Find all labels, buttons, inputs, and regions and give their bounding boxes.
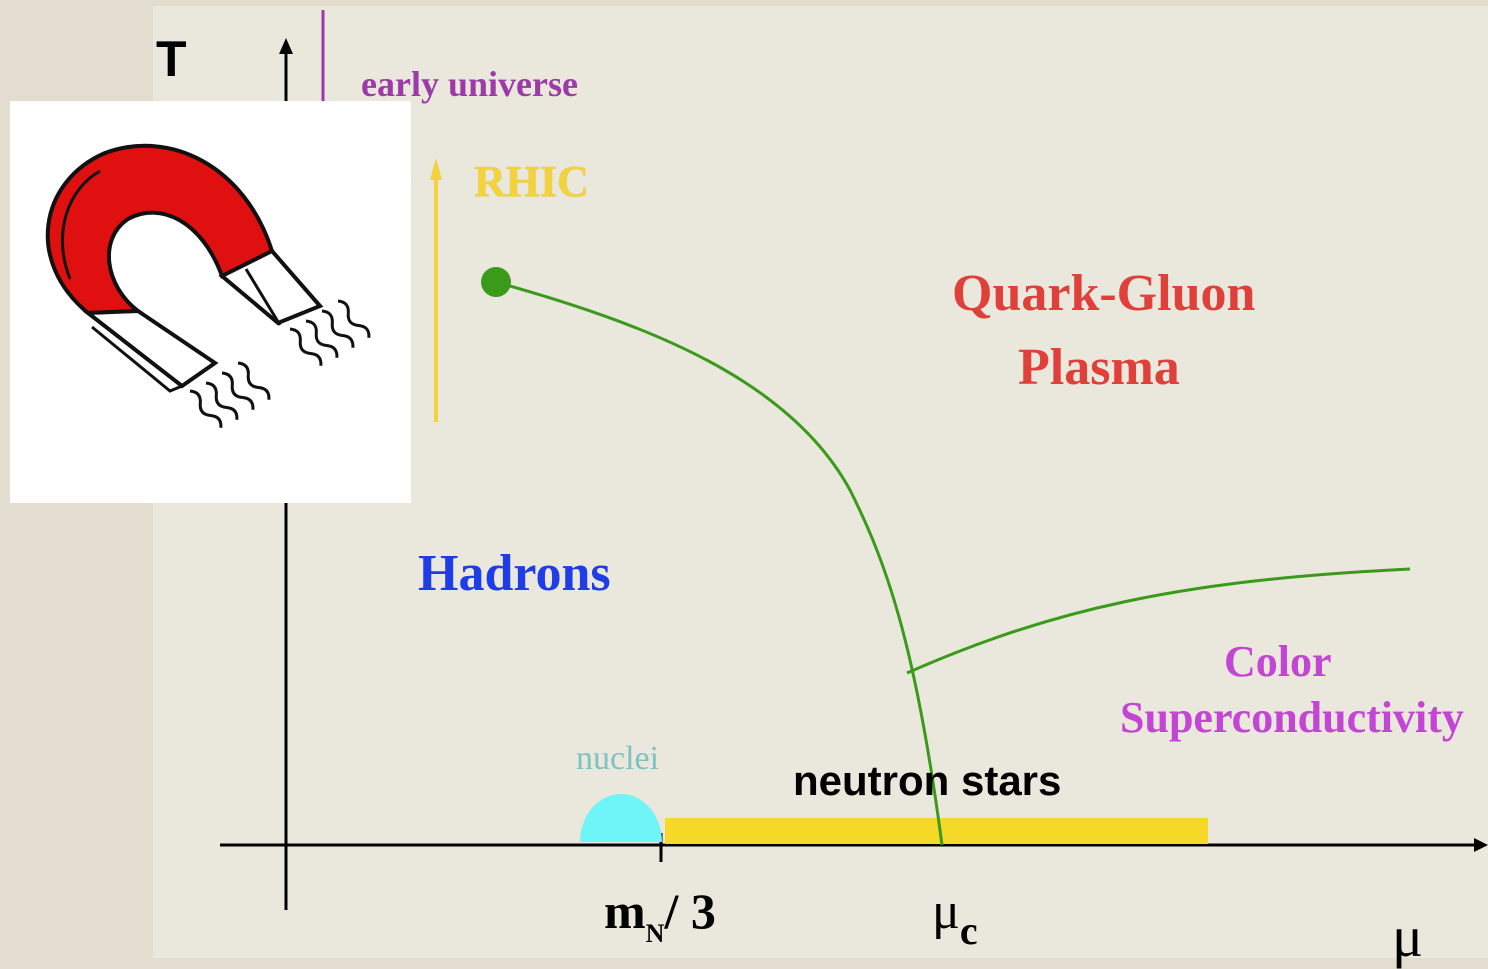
t-axis-arrowhead <box>279 38 293 54</box>
csc-boundary <box>906 567 1411 675</box>
mn-sub: N <box>645 919 665 948</box>
color-superconductivity-line1: Color <box>1224 637 1332 686</box>
mn-main: m <box>604 883 646 939</box>
rhic-arrowhead <box>430 158 442 180</box>
nuclei-label: nuclei <box>576 740 660 777</box>
qgp-label-line2: Plasma <box>1018 339 1180 396</box>
hadrons-label: Hadrons <box>418 545 611 602</box>
early-universe-label: early universe <box>361 64 578 104</box>
hadron-qgp-boundary <box>495 280 944 846</box>
mn-tail: / 3 <box>664 883 716 939</box>
t-axis-label: T <box>156 31 187 87</box>
mn-over-3-label: mN/ 3 <box>604 886 716 947</box>
critical-point <box>481 267 511 297</box>
mu-axis-arrowhead <box>1474 838 1488 852</box>
horseshoe-magnet-icon <box>45 143 371 428</box>
nuclei-region <box>580 794 662 842</box>
neutron-star-band <box>665 818 1208 844</box>
mu-c-main: μ <box>932 883 960 940</box>
mu-c-label: μc <box>932 886 978 951</box>
rhic-label: RHIC <box>474 157 589 206</box>
qgp-label-line1: Quark-Gluon <box>952 265 1256 322</box>
neutron-stars-label: neutron stars <box>793 757 1062 804</box>
mu-axis-label: μ <box>1392 904 1424 969</box>
magnet-image <box>10 101 411 503</box>
mu-c-sub: c <box>959 908 978 953</box>
color-superconductivity-line2: Superconductivity <box>1120 693 1464 742</box>
